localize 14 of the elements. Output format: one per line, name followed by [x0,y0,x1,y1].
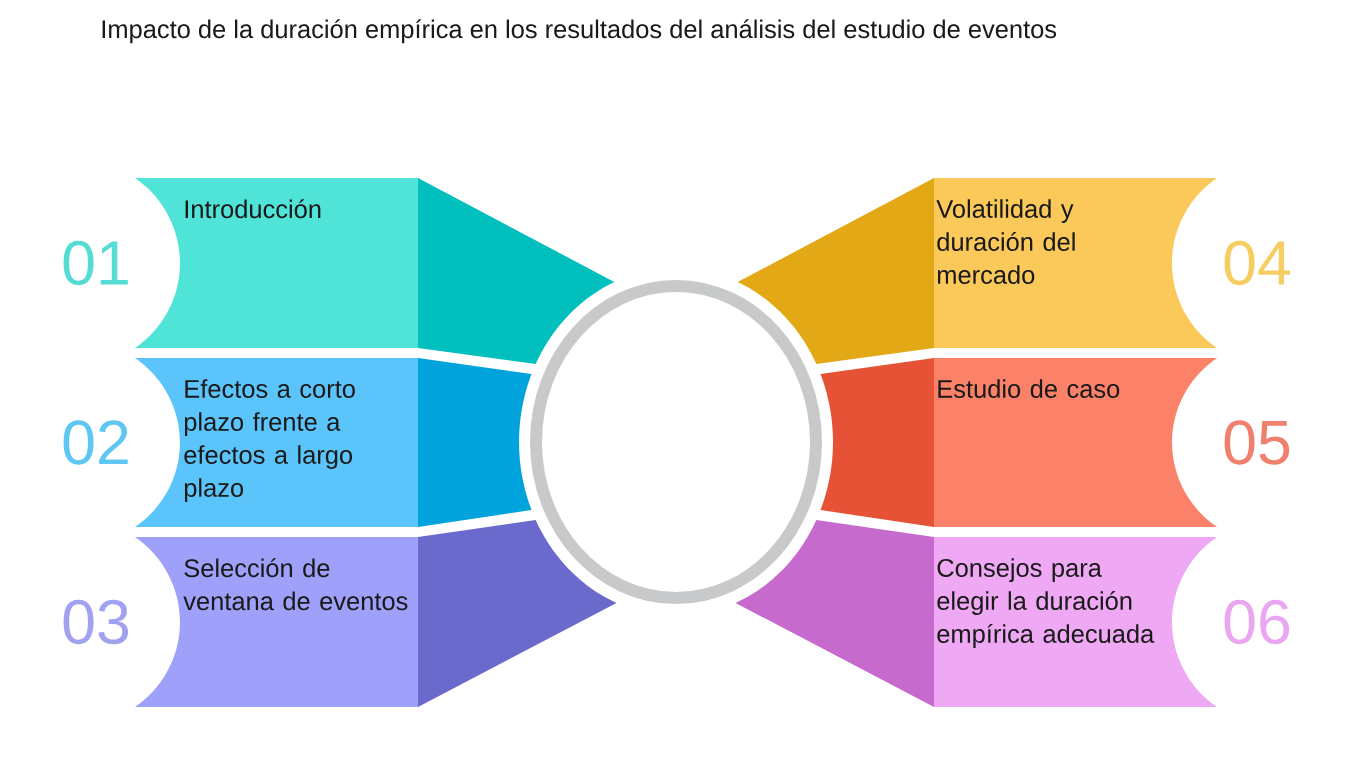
step-number: 01 [63,240,128,286]
arrow-banner: Volatilidad y duración del mercado [737,178,1217,364]
arrow-banner: Estudio de caso [820,358,1217,527]
step-number: 05 [1224,420,1290,465]
arrow-banner: Consejos para elegir la duración empírica adecuada [735,520,1217,707]
ring [530,280,822,604]
step-number: 02 [63,420,128,465]
step-number: 03 [63,599,129,645]
step-number: 04 [1224,240,1290,286]
title: Impacto de la duración empírica en los resultados del análisis del estudio de eventos [102,19,1057,44]
arrow-banner: Efectos a corto plazo frente a efectos a largo plazo [135,358,532,527]
arrow-banner: Introducción [135,178,615,364]
arrow-banner: Selección de ventana de eventos [135,520,617,707]
step-number: 06 [1224,599,1290,645]
